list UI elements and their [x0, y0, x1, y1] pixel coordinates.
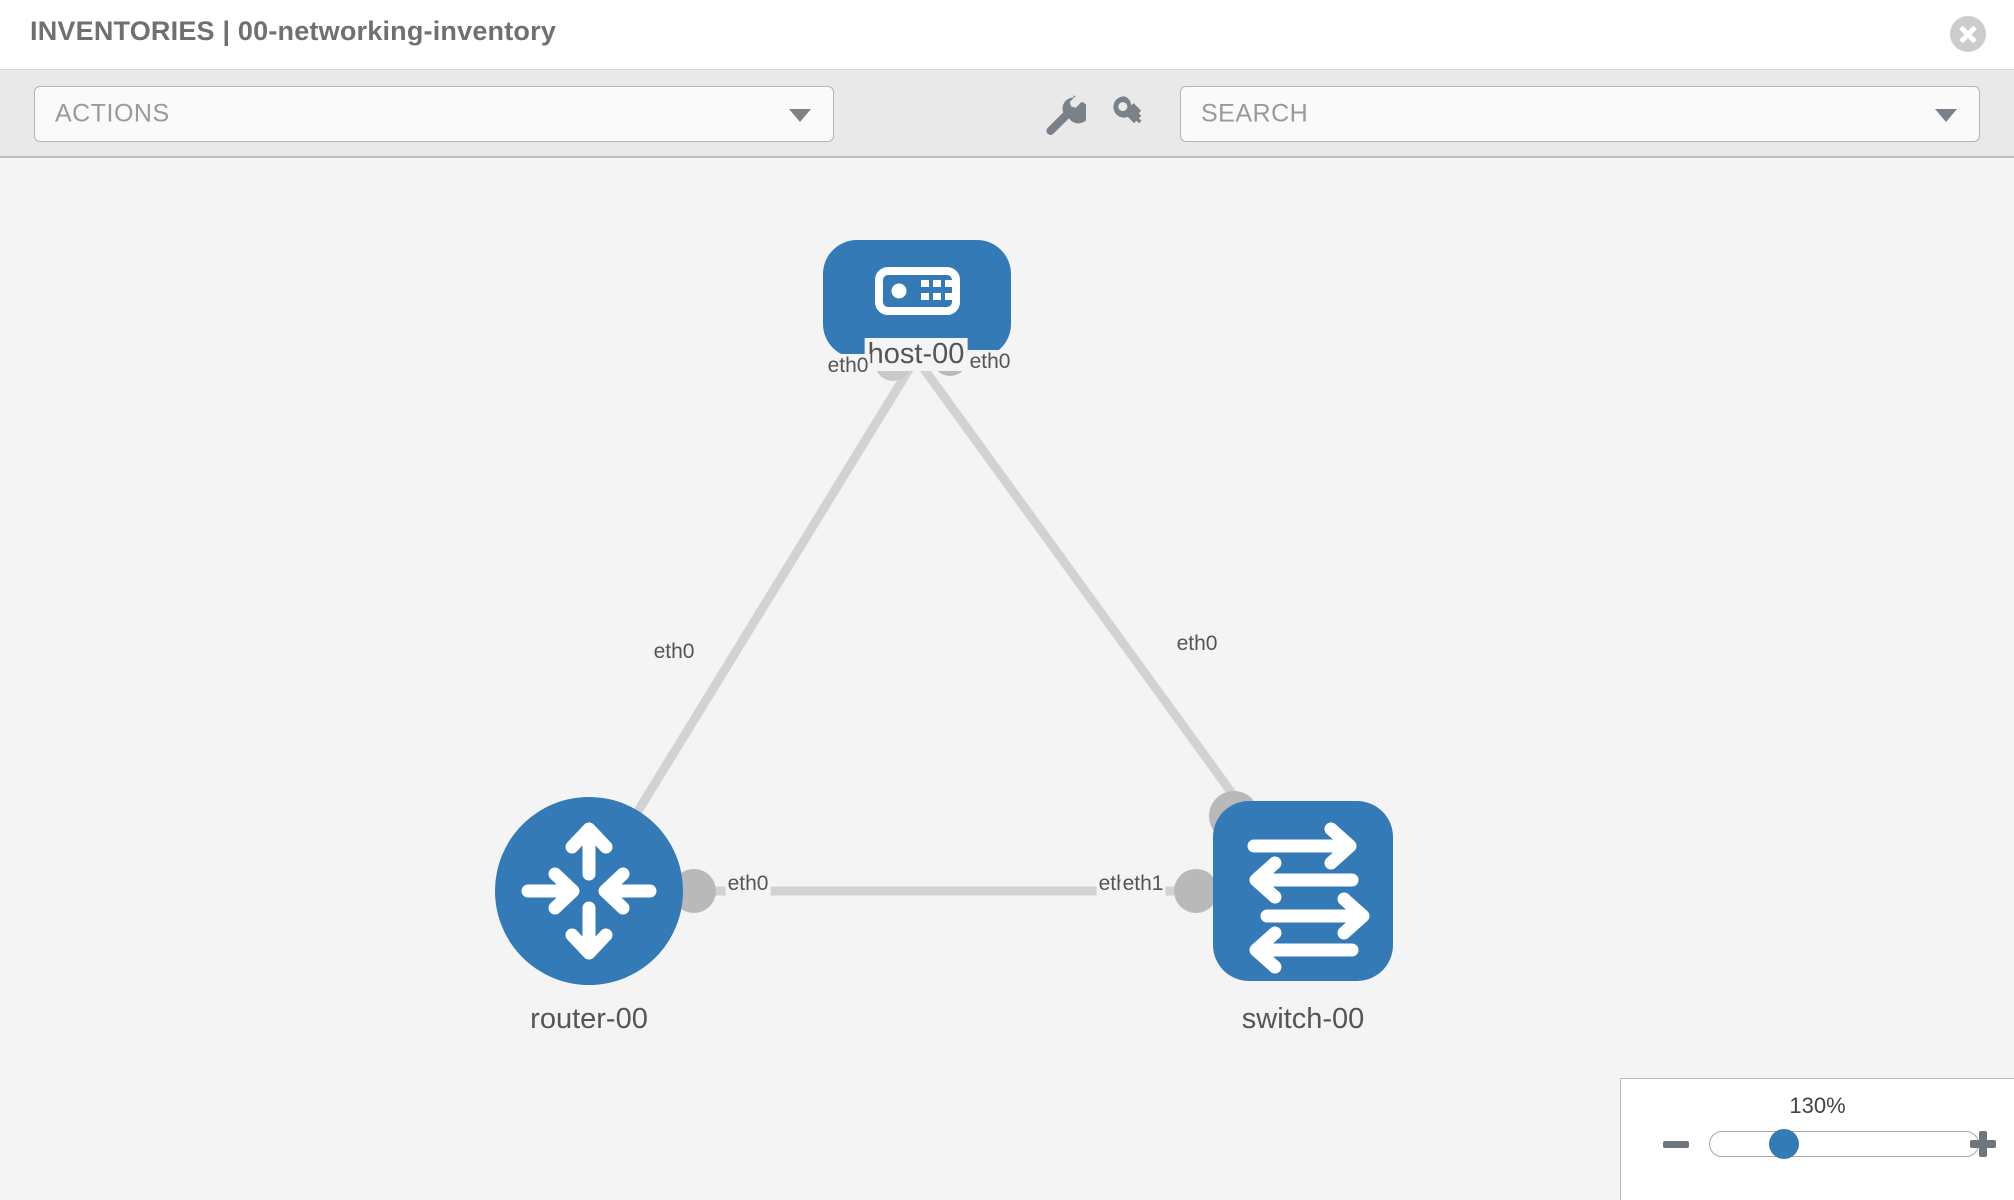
router-icon [521, 822, 657, 960]
minus-icon[interactable] [1663, 1141, 1689, 1148]
node-switch-00 [1213, 801, 1393, 981]
key-icon[interactable] [1108, 92, 1154, 138]
app-header: INVENTORIES | 00-networking-inventory [0, 0, 2014, 70]
iface-label: eth1 [1120, 872, 1166, 896]
iface-label: eth0 [651, 640, 697, 664]
wrench-icon[interactable] [1040, 92, 1090, 138]
link-host-router [585, 355, 920, 894]
connector-router-eth0 [672, 869, 716, 913]
zoom-control: 130% [1620, 1078, 2014, 1200]
node-host-00 [823, 240, 1011, 358]
actions-dropdown[interactable]: ACTIONS [34, 86, 834, 142]
iface-label: eth0 [967, 350, 1013, 374]
close-icon[interactable] [1950, 16, 1986, 52]
plus-icon-horizontal [1970, 1140, 1996, 1148]
zoom-percent-label: 130% [1789, 1093, 1846, 1118]
iface-label: eth0 [1174, 632, 1220, 656]
topology-graph [495, 240, 1393, 985]
page-title: INVENTORIES | 00-networking-inventory [30, 16, 557, 46]
node-label-router-00: router-00 [527, 1003, 651, 1036]
node-label-switch-00: switch-00 [1238, 1003, 1368, 1036]
server-icon [875, 267, 960, 315]
connector-switch-eth1 [1174, 869, 1218, 913]
actions-dropdown-label: ACTIONS [55, 99, 170, 128]
topology-canvas[interactable]: host-00 router-00 switch-00 eth0 eth0 et… [0, 158, 2014, 1200]
zoom-slider[interactable] [1709, 1131, 1979, 1157]
node-label-host-00: host-00 [864, 338, 968, 371]
node-router-00 [495, 797, 683, 985]
graph-links [585, 355, 1307, 896]
iface-label: eth0 [725, 872, 771, 896]
chevron-down-icon [1935, 109, 1957, 122]
search-placeholder: SEARCH [1201, 99, 1309, 128]
plus-icon[interactable] [1968, 1129, 1998, 1159]
toolbar: ACTIONS SEARCH [0, 70, 2014, 158]
zoom-slider-thumb[interactable] [1769, 1129, 1799, 1159]
chevron-down-icon [789, 109, 811, 122]
iface-label: eth0 [825, 354, 871, 378]
search-input[interactable]: SEARCH [1180, 86, 1980, 142]
switch-icon [1247, 822, 1370, 974]
